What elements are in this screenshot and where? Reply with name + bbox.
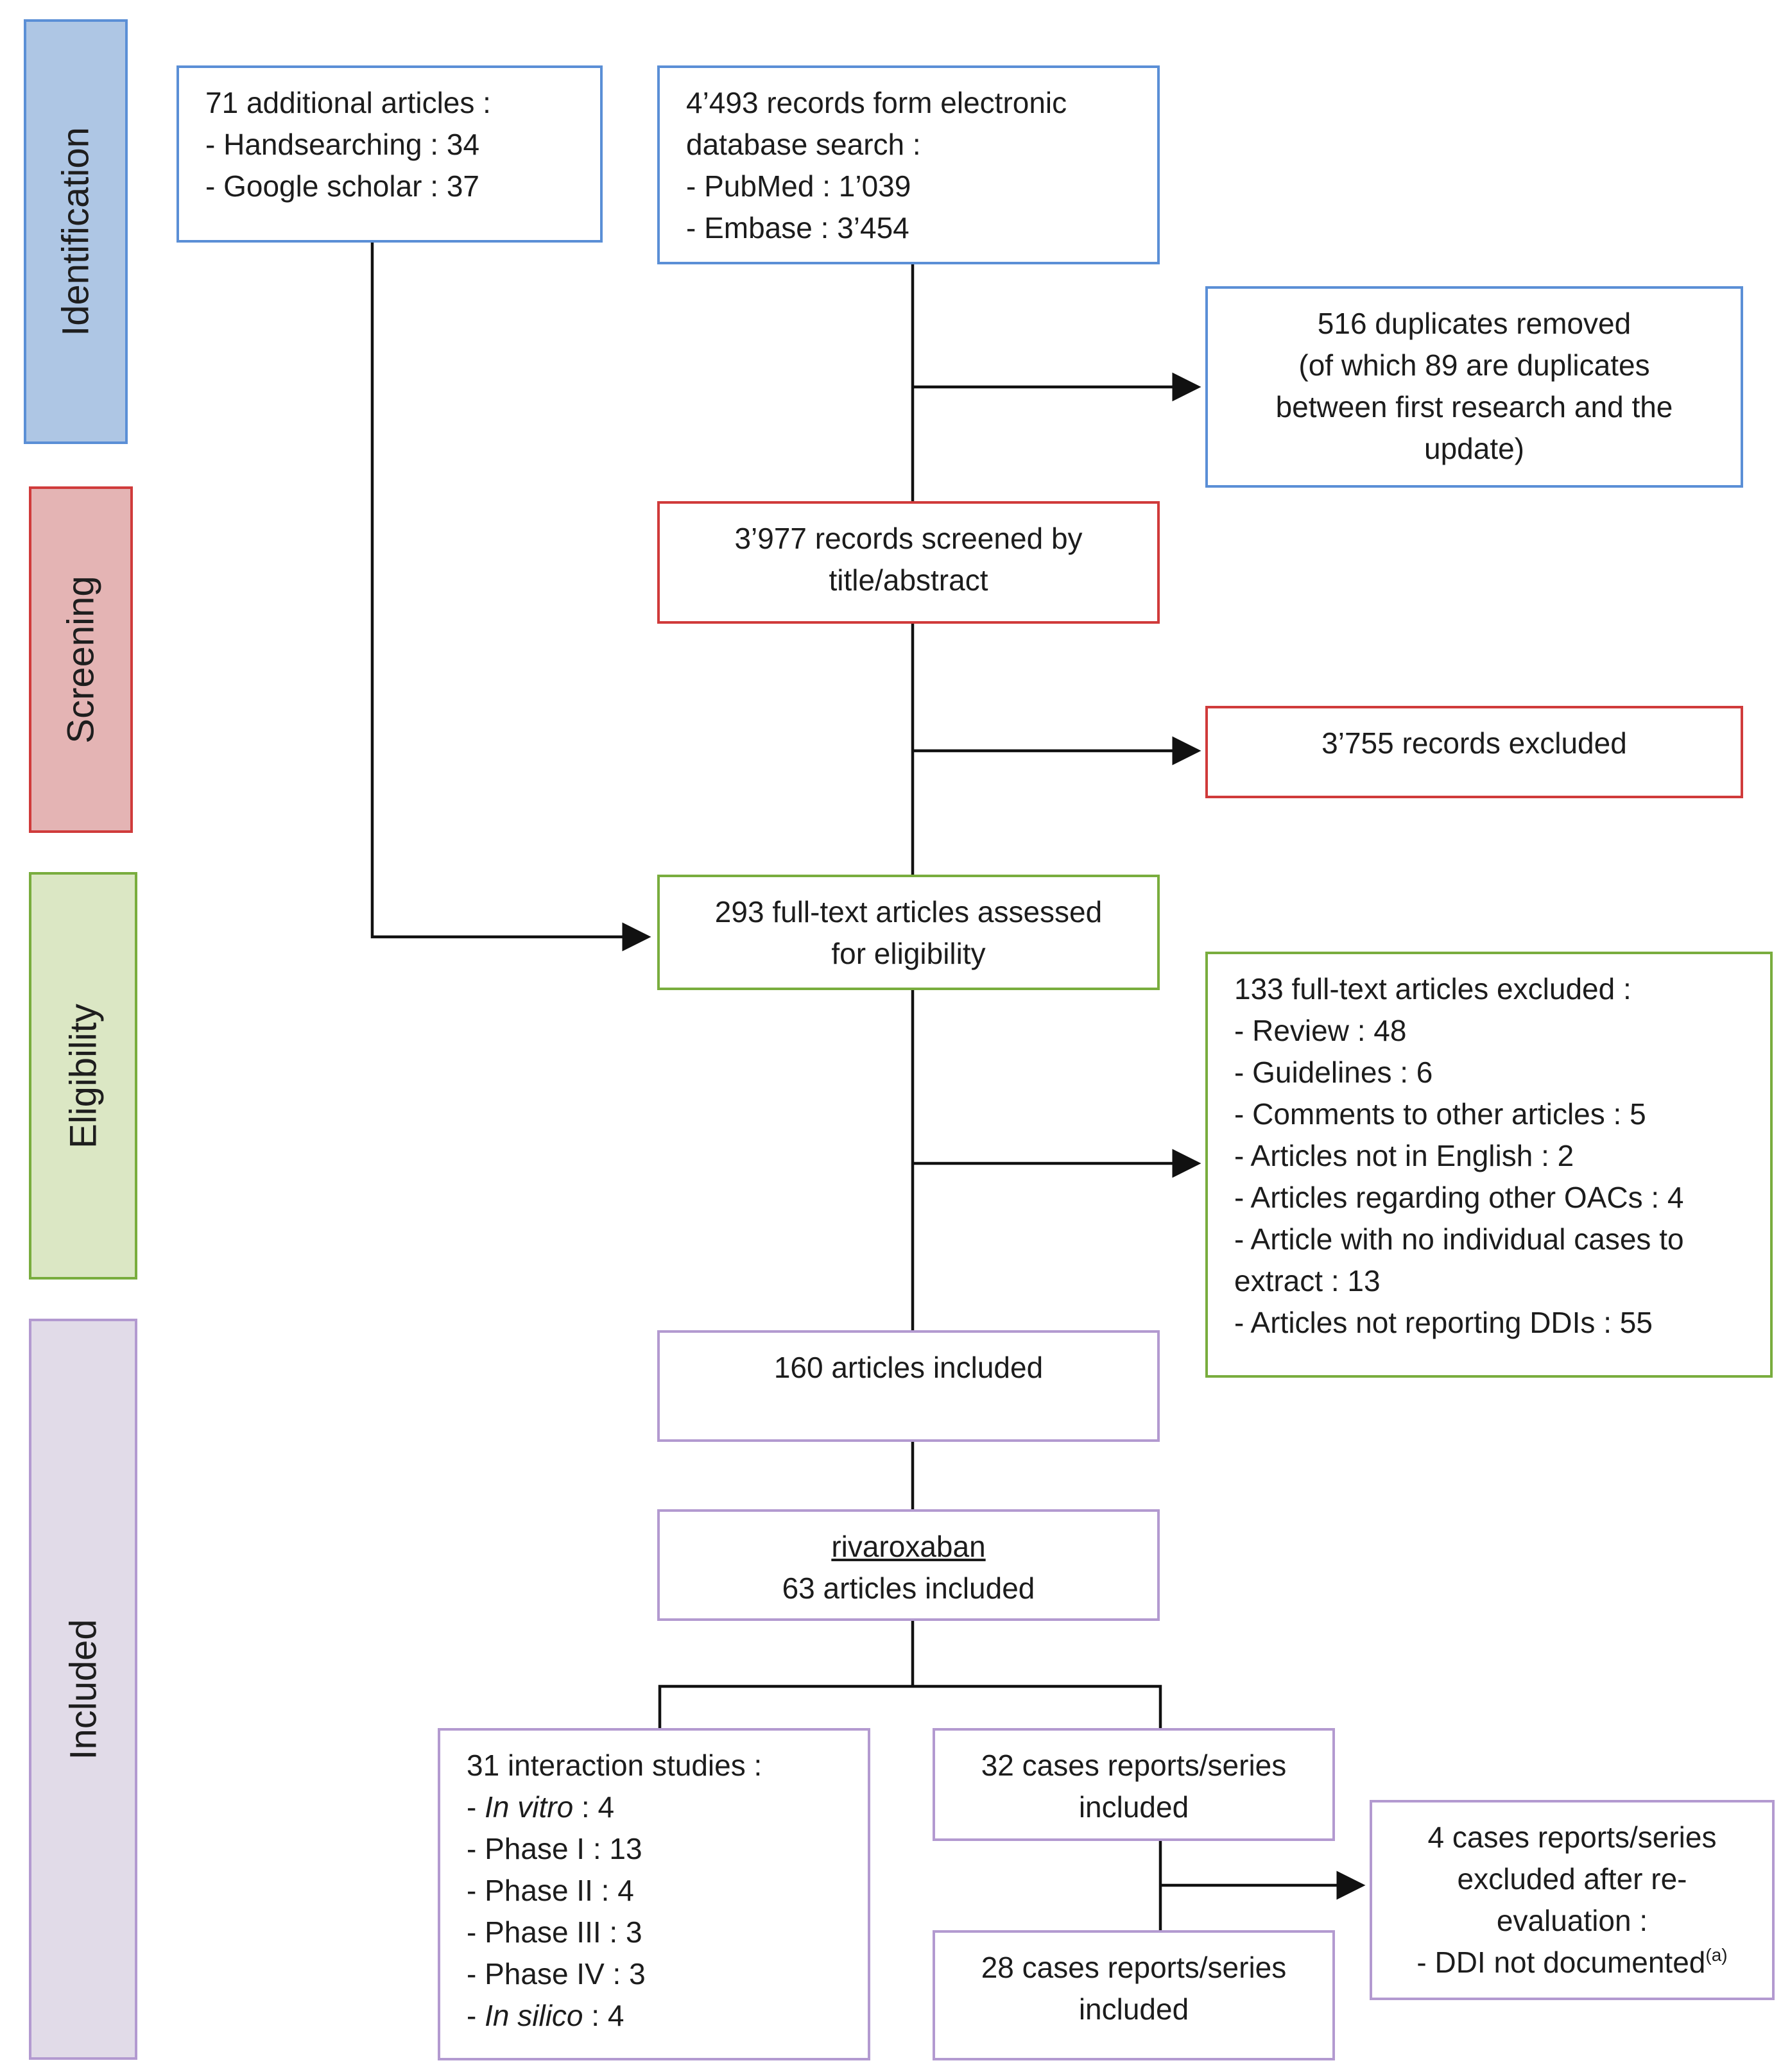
- excluded-review: - Review : 48: [1234, 1014, 1407, 1047]
- cases-28-count: 28 cases reports/series: [981, 1951, 1287, 1984]
- interaction-in-silico: - In silico : 4: [467, 1995, 868, 2037]
- fulltext-excluded-title: 133 full-text articles excluded :: [1234, 972, 1631, 1006]
- duplicates-removed-count: 516 duplicates removed: [1317, 307, 1631, 340]
- fulltext-assessed-box: 293 full-text articles assessed for elig…: [657, 875, 1160, 990]
- cases-28-status: included: [1078, 1992, 1189, 2026]
- rivaroxaban-articles-count: 63 articles included: [782, 1571, 1035, 1605]
- in-vitro-count: : 4: [573, 1790, 615, 1824]
- phase-bar-eligibility: Eligibility: [29, 872, 137, 1280]
- arrow-additional-to-fulltext: [370, 241, 651, 952]
- fulltext-assessed-count: 293 full-text articles assessed: [714, 895, 1103, 929]
- database-search-title: 4’493 records form electronic: [686, 86, 1067, 119]
- excluded-no-ddis: - Articles not reporting DDIs : 55: [1234, 1306, 1653, 1339]
- excluded-other-oacs: - Articles regarding other OACs : 4: [1234, 1181, 1684, 1214]
- phase-bar-included: Included: [29, 1319, 137, 2060]
- excluded-not-english: - Articles not in English : 2: [1234, 1139, 1574, 1172]
- rivaroxaban-label: rivaroxaban: [831, 1530, 986, 1563]
- cases-excluded-box: 4 cases reports/series excluded after re…: [1370, 1800, 1775, 2000]
- records-screened-box: 3’977 records screened by title/abstract: [657, 501, 1160, 624]
- in-vitro-label: In vitro: [485, 1790, 574, 1824]
- additional-articles-box: 71 additional articles : - Handsearching…: [176, 65, 603, 243]
- fulltext-excluded-box: 133 full-text articles excluded : - Revi…: [1205, 952, 1773, 1378]
- footnote-marker: (a): [1705, 1945, 1728, 1965]
- cases-excluded-reason-1: excluded after re-: [1457, 1862, 1687, 1896]
- interaction-phase-2: - Phase II : 4: [467, 1874, 634, 1907]
- embase-count: - Embase : 3’454: [686, 211, 909, 244]
- excluded-guidelines: - Guidelines : 6: [1234, 1056, 1433, 1089]
- records-excluded-count: 3’755 records excluded: [1321, 726, 1627, 760]
- cases-32-count: 32 cases reports/series: [981, 1749, 1287, 1782]
- in-vitro-prefix: -: [467, 1790, 485, 1824]
- cases-excluded-ddi: - DDI not documented(a): [1379, 1942, 1766, 1983]
- excluded-no-individual-cases-cont: extract : 13: [1234, 1264, 1381, 1297]
- cases-excluded-reason-2: evaluation :: [1496, 1904, 1648, 1937]
- in-silico-count: : 4: [583, 1999, 624, 2032]
- google-scholar-count: - Google scholar : 37: [205, 169, 480, 203]
- interaction-in-vitro: - In vitro : 4: [467, 1786, 868, 1828]
- records-screened-count: 3’977 records screened by: [734, 522, 1083, 555]
- interaction-phase-4: - Phase IV : 3: [467, 1957, 646, 1991]
- connector-split-to-interaction: [658, 1684, 913, 1729]
- fulltext-assessed-purpose: for eligibility: [831, 937, 986, 970]
- cases-excluded-count: 4 cases reports/series: [1427, 1820, 1717, 1854]
- excluded-no-individual-cases: - Article with no individual cases to: [1234, 1222, 1684, 1256]
- interaction-phase-3: - Phase III : 3: [467, 1915, 642, 1949]
- connector-split-to-cases32: [913, 1684, 1162, 1729]
- additional-articles-title: 71 additional articles :: [205, 86, 491, 119]
- in-silico-prefix: -: [467, 1999, 485, 2032]
- phase-bar-identification: Identification: [24, 19, 128, 444]
- cases-32-status: included: [1078, 1790, 1189, 1824]
- cases-28-box: 28 cases reports/series included: [933, 1930, 1335, 2060]
- interaction-phase-1: - Phase I : 13: [467, 1832, 642, 1865]
- duplicates-note-3: update): [1424, 432, 1524, 465]
- excluded-comments: - Comments to other articles : 5: [1234, 1097, 1646, 1131]
- rivaroxaban-box: rivaroxaban 63 articles included: [657, 1509, 1160, 1621]
- duplicates-note-2: between first research and the: [1275, 390, 1673, 424]
- in-silico-label: In silico: [485, 1999, 583, 2032]
- phase-bar-screening: Screening: [29, 486, 133, 833]
- ddi-not-documented: - DDI not documented: [1416, 1946, 1706, 1979]
- articles-included-count: 160 articles included: [773, 1351, 1044, 1384]
- database-search-box: 4’493 records form electronic database s…: [657, 65, 1160, 264]
- database-search-subtitle: database search :: [686, 128, 921, 161]
- interaction-studies-title: 31 interaction studies :: [467, 1749, 762, 1782]
- records-excluded-box: 3’755 records excluded: [1205, 706, 1743, 798]
- duplicates-note-1: (of which 89 are duplicates: [1298, 348, 1650, 382]
- articles-included-box: 160 articles included: [657, 1330, 1160, 1442]
- interaction-studies-box: 31 interaction studies : - In vitro : 4 …: [438, 1728, 870, 2060]
- cases-32-box: 32 cases reports/series included: [933, 1728, 1335, 1841]
- pubmed-count: - PubMed : 1’039: [686, 169, 911, 203]
- records-screened-method: title/abstract: [829, 563, 988, 597]
- handsearching-count: - Handsearching : 34: [205, 128, 480, 161]
- duplicates-removed-box: 516 duplicates removed (of which 89 are …: [1205, 286, 1743, 488]
